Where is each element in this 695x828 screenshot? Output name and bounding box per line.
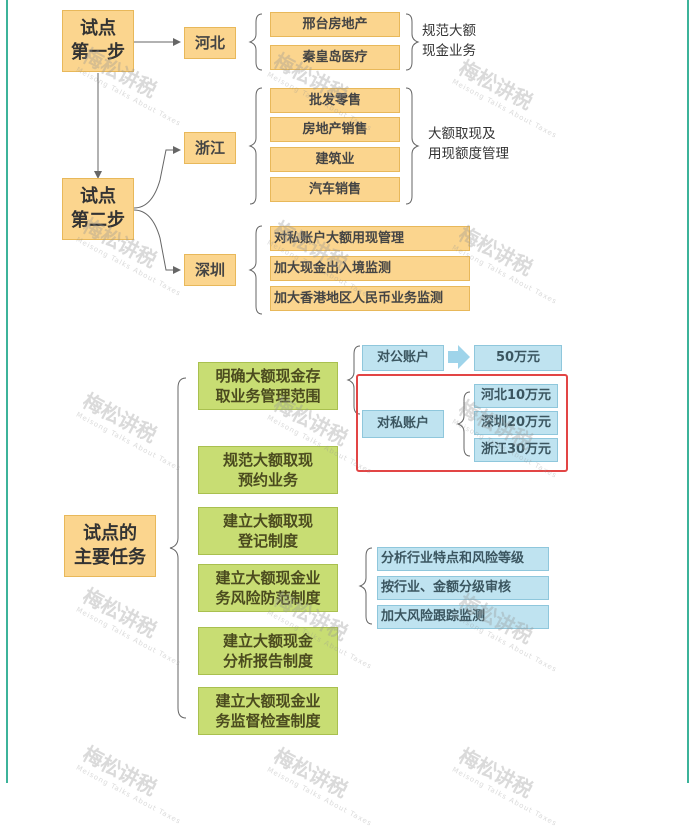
- task-box: 规范大额取现 预约业务: [198, 446, 338, 494]
- frame-left-border: [6, 0, 8, 783]
- zhejiang-item: 房地产销售: [270, 117, 400, 142]
- step1-box: 试点 第一步: [62, 10, 134, 72]
- hebei-box: 河北: [184, 27, 236, 59]
- zhejiang-box: 浙江: [184, 132, 236, 164]
- private-account-box: 对私账户: [362, 410, 444, 438]
- task-box: 建立大额现金业 务风险防范制度: [198, 564, 338, 612]
- step2-box: 试点 第二步: [62, 178, 134, 240]
- hebei-note: 规范大额 现金业务: [422, 23, 476, 59]
- private-limit-box: 深圳20万元: [474, 411, 558, 435]
- hebei-item: 秦皇岛医疗: [270, 45, 400, 70]
- public-account-box: 对公账户: [362, 345, 444, 371]
- zhejiang-item: 建筑业: [270, 147, 400, 172]
- shenzhen-item: 对私账户大额用现管理: [270, 226, 470, 251]
- shenzhen-box: 深圳: [184, 254, 236, 286]
- private-limit-box: 河北10万元: [474, 384, 558, 408]
- hebei-item: 邢台房地产: [270, 12, 400, 37]
- task-box: 建立大额取现 登记制度: [198, 507, 338, 555]
- connector-lines: [94, 13, 471, 719]
- frame-right-border: [687, 0, 689, 783]
- zhejiang-item: 批发零售: [270, 88, 400, 113]
- shenzhen-item: 加大现金出入境监测: [270, 256, 470, 281]
- arrow-icon: [448, 345, 470, 369]
- task-box: 建立大额现金 分析报告制度: [198, 627, 338, 675]
- risk-item-box: 按行业、金额分级审核: [377, 576, 549, 600]
- zhejiang-note: 大额取现及 用现额度管理: [428, 126, 509, 162]
- risk-item-box: 加大风险跟踪监测: [377, 605, 549, 629]
- private-limit-box: 浙江30万元: [474, 438, 558, 462]
- task-box: 建立大额现金业 务监督检查制度: [198, 687, 338, 735]
- shenzhen-item: 加大香港地区人民币业务监测: [270, 286, 470, 311]
- main-task-root: 试点的 主要任务: [64, 515, 156, 577]
- zhejiang-item: 汽车销售: [270, 177, 400, 202]
- highlight-frame: [356, 374, 568, 472]
- risk-item-box: 分析行业特点和风险等级: [377, 547, 549, 571]
- task-box: 明确大额现金存 取业务管理范围: [198, 362, 338, 410]
- public-limit-box: 50万元: [474, 345, 562, 371]
